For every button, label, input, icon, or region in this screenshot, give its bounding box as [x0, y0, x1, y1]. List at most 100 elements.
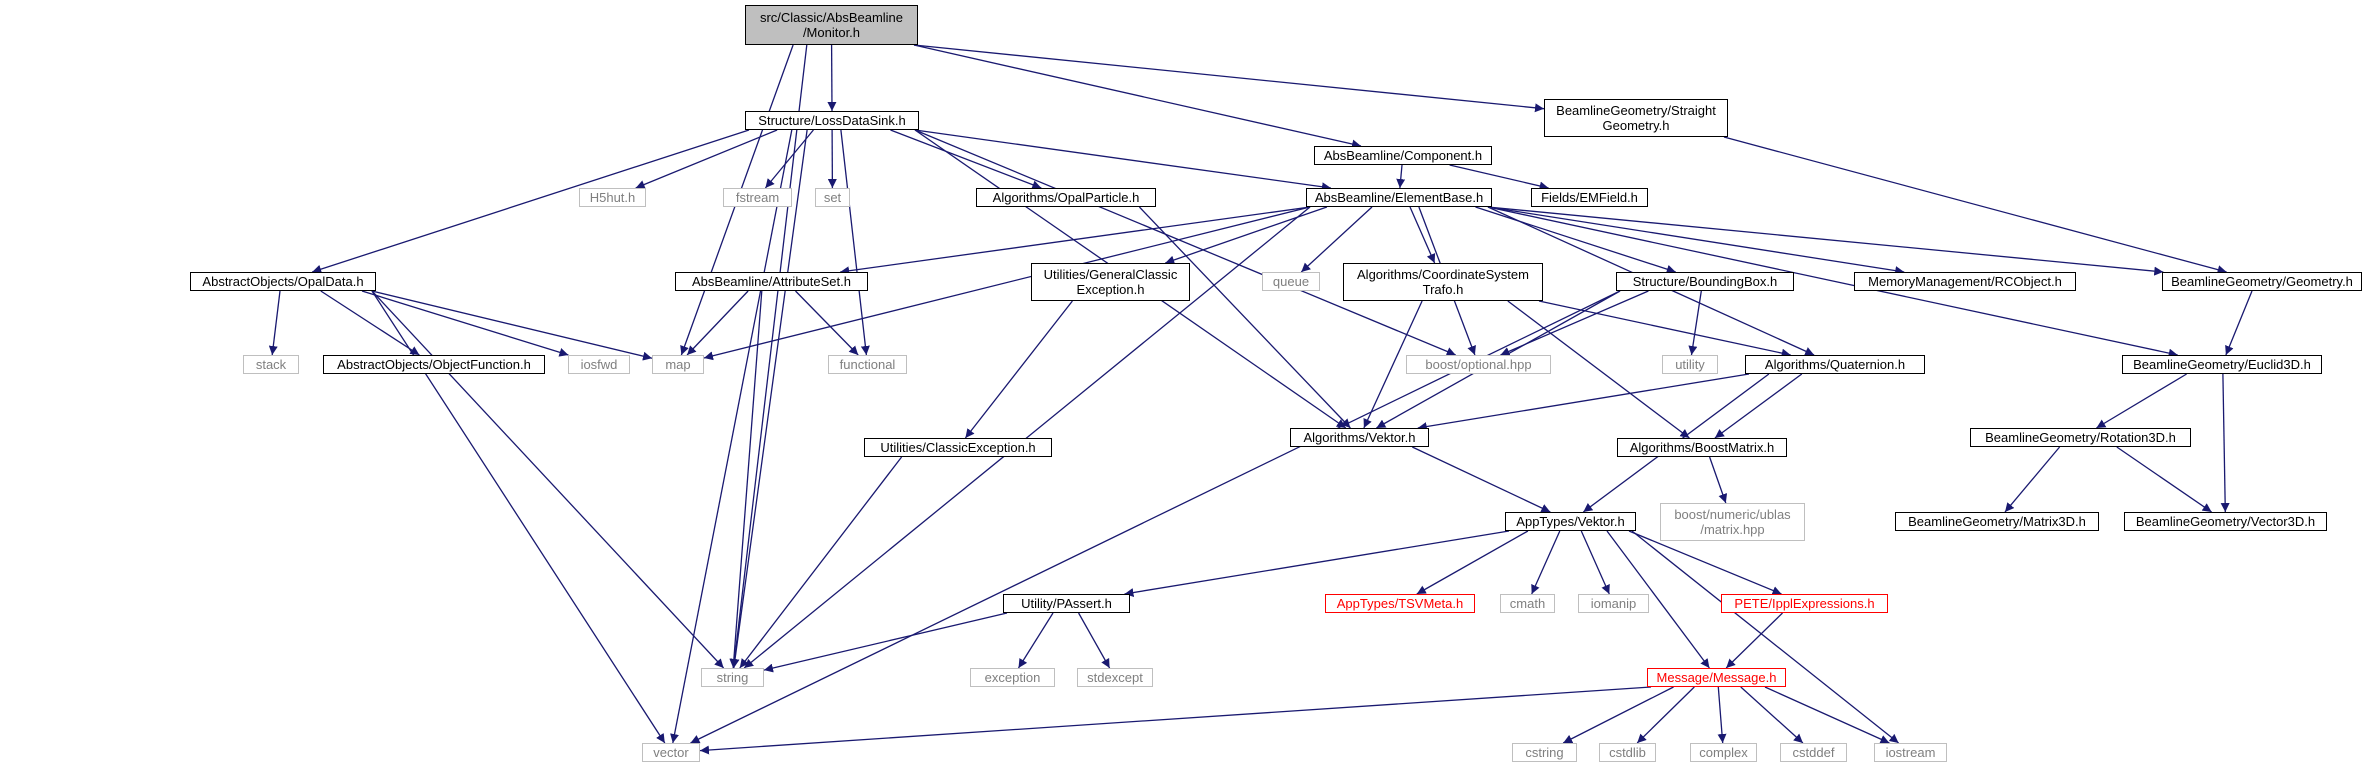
edge-elementbase-to-geometry: [1487, 206, 2164, 276]
edge-coordsys-to-boostmatrix: [1507, 300, 1690, 439]
node-ublas: boost/numeric/ublas /matrix.hpp: [1660, 503, 1805, 541]
edge-coordsys-to-algvektor: [1363, 300, 1423, 429]
edge-lossdatasink-to-h5hut: [635, 129, 778, 189]
node-stack: stack: [243, 355, 299, 374]
edge-elementbase-to-queue: [1300, 206, 1373, 273]
node-rcobject[interactable]: MemoryManagement/RCObject.h: [1854, 272, 2076, 291]
edge-attributeset-to-map: [686, 290, 749, 356]
node-attributeset[interactable]: AbsBeamline/AttributeSet.h: [675, 272, 868, 291]
edge-genclassicexc-to-classicexc: [964, 300, 1073, 439]
node-opaldata[interactable]: AbstractObjects/OpalData.h: [190, 272, 376, 291]
node-opalparticle[interactable]: Algorithms/OpalParticle.h: [976, 188, 1156, 207]
node-vector3d[interactable]: BeamlineGeometry/Vector3D.h: [2124, 512, 2327, 531]
node-cstring: cstring: [1512, 743, 1577, 762]
edge-lossdatasink-to-opalparticle: [890, 129, 1042, 189]
edge-quaternion-to-algvektor: [1417, 373, 1750, 431]
node-vector: vector: [642, 743, 700, 762]
node-straightgeom[interactable]: BeamlineGeometry/Straight Geometry.h: [1544, 99, 1728, 137]
edge-euclid3d-to-vector3d: [2220, 373, 2230, 513]
node-exception: exception: [970, 668, 1055, 687]
edge-straightgeom-to-geometry: [1723, 136, 2227, 275]
edge-passert-to-string: [763, 612, 1008, 673]
node-passert[interactable]: Utility/PAssert.h: [1003, 594, 1130, 613]
edge-apptypesvektor-to-iomanip: [1580, 530, 1610, 595]
node-fstream: fstream: [723, 188, 792, 207]
edge-opaldata-to-objectfunction: [320, 290, 420, 356]
edge-lossdatasink-to-elementbase: [914, 129, 1331, 192]
node-lossdatasink[interactable]: Structure/LossDataSink.h: [745, 111, 919, 130]
node-elementbase[interactable]: AbsBeamline/ElementBase.h: [1306, 188, 1492, 207]
edge-ipplexpr-to-message: [1725, 612, 1783, 669]
edge-euclid3d-to-rotation3d: [2096, 373, 2187, 429]
node-classicexc[interactable]: Utilities/ClassicException.h: [864, 438, 1052, 457]
edge-message-to-vector: [699, 686, 1652, 755]
edge-boundingbox-to-utility: [1688, 290, 1702, 356]
node-quaternion[interactable]: Algorithms/Quaternion.h: [1745, 355, 1925, 374]
edge-lossdatasink-to-functional: [840, 129, 870, 356]
edge-opaldata-to-iosfwd: [361, 290, 569, 357]
node-map: map: [652, 355, 704, 374]
node-tsvmeta[interactable]: AppTypes/TSVMeta.h: [1325, 594, 1475, 613]
edge-coordsys-to-quaternion: [1538, 300, 1791, 358]
node-matrix3d[interactable]: BeamlineGeometry/Matrix3D.h: [1895, 512, 2099, 531]
edge-elementbase-to-attributeset: [840, 206, 1311, 276]
node-ipplexpr[interactable]: PETE/IpplExpressions.h: [1721, 594, 1888, 613]
edge-quaternion-to-boostmatrix: [1714, 373, 1803, 439]
node-monitor: src/Classic/AbsBeamline /Monitor.h: [745, 5, 918, 45]
node-emfield[interactable]: Fields/EMField.h: [1531, 188, 1648, 207]
edge-monitor-to-component: [913, 44, 1362, 149]
node-component[interactable]: AbsBeamline/Component.h: [1314, 146, 1492, 165]
node-coordsys[interactable]: Algorithms/CoordinateSystem Trafo.h: [1343, 263, 1543, 301]
edge-opaldata-to-map: [371, 290, 653, 361]
node-rotation3d[interactable]: BeamlineGeometry/Rotation3D.h: [1970, 428, 2191, 447]
node-complex: complex: [1690, 743, 1757, 762]
edge-lossdatasink-to-boostoptional: [914, 129, 1456, 356]
node-message[interactable]: Message/Message.h: [1647, 668, 1786, 687]
edge-geometry-to-euclid3d: [2225, 290, 2253, 356]
node-functional: functional: [828, 355, 907, 374]
edge-monitor-to-string: [730, 44, 808, 669]
edge-attributeset-to-functional: [795, 290, 859, 356]
node-apptypesvektor[interactable]: AppTypes/Vektor.h: [1505, 512, 1636, 531]
edge-attributeset-to-string: [729, 290, 763, 669]
node-genclassicexc[interactable]: Utilities/GeneralClassic Exception.h: [1031, 263, 1190, 301]
edge-elementbase-to-map: [703, 206, 1311, 361]
edge-lossdatasink-to-opaldata: [311, 129, 750, 274]
node-boundingbox[interactable]: Structure/BoundingBox.h: [1616, 272, 1794, 291]
edge-lossdatasink-to-vector: [670, 129, 793, 744]
node-h5hut: H5hut.h: [579, 188, 646, 207]
edge-elementbase-to-boundingbox: [1475, 206, 1676, 274]
node-euclid3d[interactable]: BeamlineGeometry/Euclid3D.h: [2122, 355, 2322, 374]
node-objectfunction[interactable]: AbstractObjects/ObjectFunction.h: [323, 355, 545, 374]
node-cmath: cmath: [1500, 594, 1555, 613]
edge-lossdatasink-to-string: [730, 129, 808, 669]
node-geometry[interactable]: BeamlineGeometry/Geometry.h: [2162, 272, 2362, 291]
edge-opaldata-to-stack: [268, 290, 281, 356]
edge-apptypesvektor-to-ipplexpr: [1628, 530, 1782, 595]
node-boostmatrix[interactable]: Algorithms/BoostMatrix.h: [1617, 438, 1787, 457]
edge-apptypesvektor-to-tsvmeta: [1416, 530, 1529, 595]
edge-component-to-emfield: [1449, 164, 1549, 191]
edge-message-to-cstdlib: [1636, 686, 1695, 744]
edge-elementbase-to-coordsys: [1409, 206, 1436, 264]
edge-opaldata-to-string: [371, 290, 725, 669]
node-set: set: [815, 188, 850, 207]
edge-apptypesvektor-to-passert: [1124, 530, 1510, 597]
edge-classicexc-to-string: [739, 456, 903, 669]
edge-passert-to-exception: [1017, 612, 1054, 669]
edge-message-to-iostream: [1764, 686, 1890, 744]
node-iomanip: iomanip: [1578, 594, 1649, 613]
node-iostream: iostream: [1874, 743, 1947, 762]
node-string: string: [701, 668, 764, 687]
edge-message-to-complex: [1717, 686, 1727, 744]
edge-elementbase-to-genclassicexc: [1165, 206, 1328, 265]
node-stdexcept: stdexcept: [1077, 668, 1153, 687]
node-algvektor[interactable]: Algorithms/Vektor.h: [1290, 428, 1429, 447]
edge-message-to-cstring: [1562, 686, 1674, 744]
edge-boostmatrix-to-ublas: [1708, 456, 1728, 504]
edge-algvektor-to-apptypesvektor: [1412, 446, 1551, 513]
edge-rotation3d-to-vector3d: [2116, 446, 2212, 513]
edge-elementbase-to-string: [743, 206, 1311, 669]
